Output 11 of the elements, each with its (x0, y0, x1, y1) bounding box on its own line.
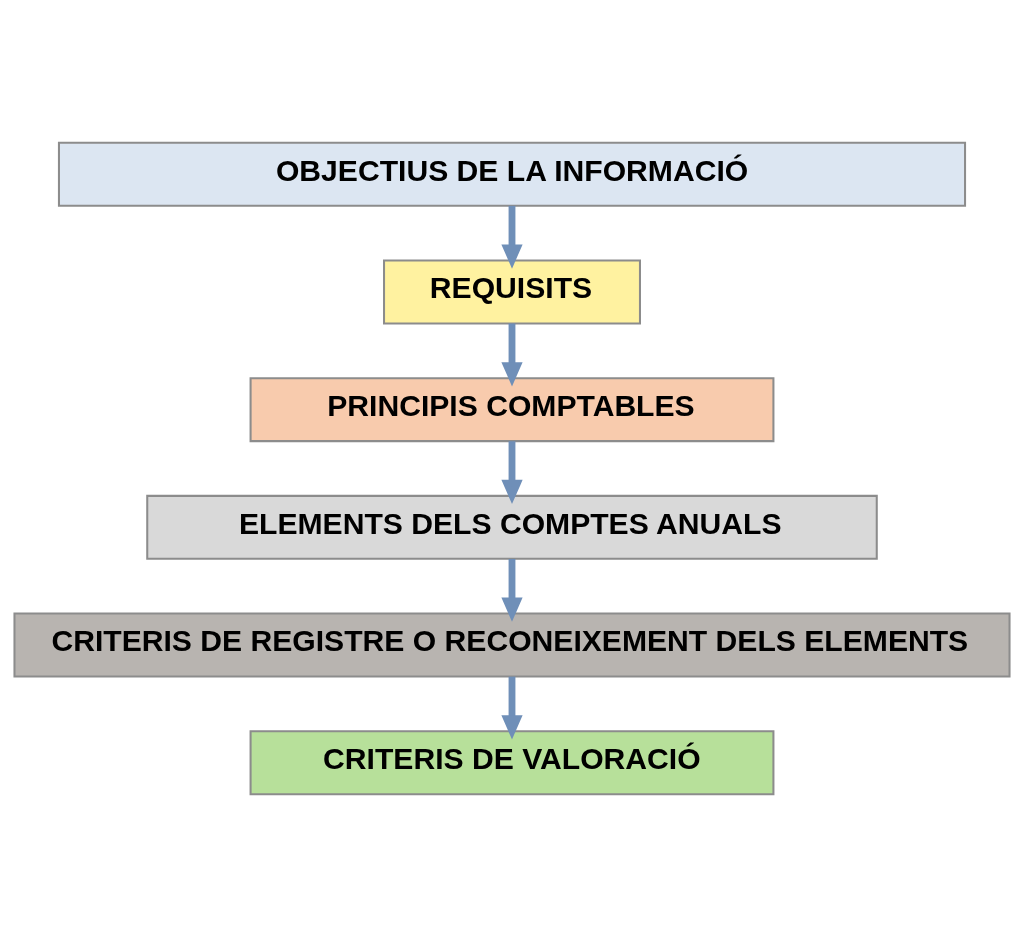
arrow (500, 205, 523, 269)
arrow (500, 441, 523, 505)
arrow (500, 323, 523, 387)
node-box: PRINCIPIS COMPTABLES (249, 377, 774, 443)
node-box: REQUISITS (382, 259, 641, 325)
node-box: ELEMENTS DELS COMPTES ANUALS (145, 494, 878, 560)
arrow (500, 676, 523, 740)
arrow (500, 558, 523, 622)
node-box: CRITERIS DE VALORACIÓ (249, 730, 774, 796)
node-box: OBJECTIUS DE LA INFORMACIÓ (57, 141, 966, 207)
node-box: CRITERIS DE REGISTRE O RECONEIXEMENT DELS ELEMENTS (12, 612, 1011, 678)
